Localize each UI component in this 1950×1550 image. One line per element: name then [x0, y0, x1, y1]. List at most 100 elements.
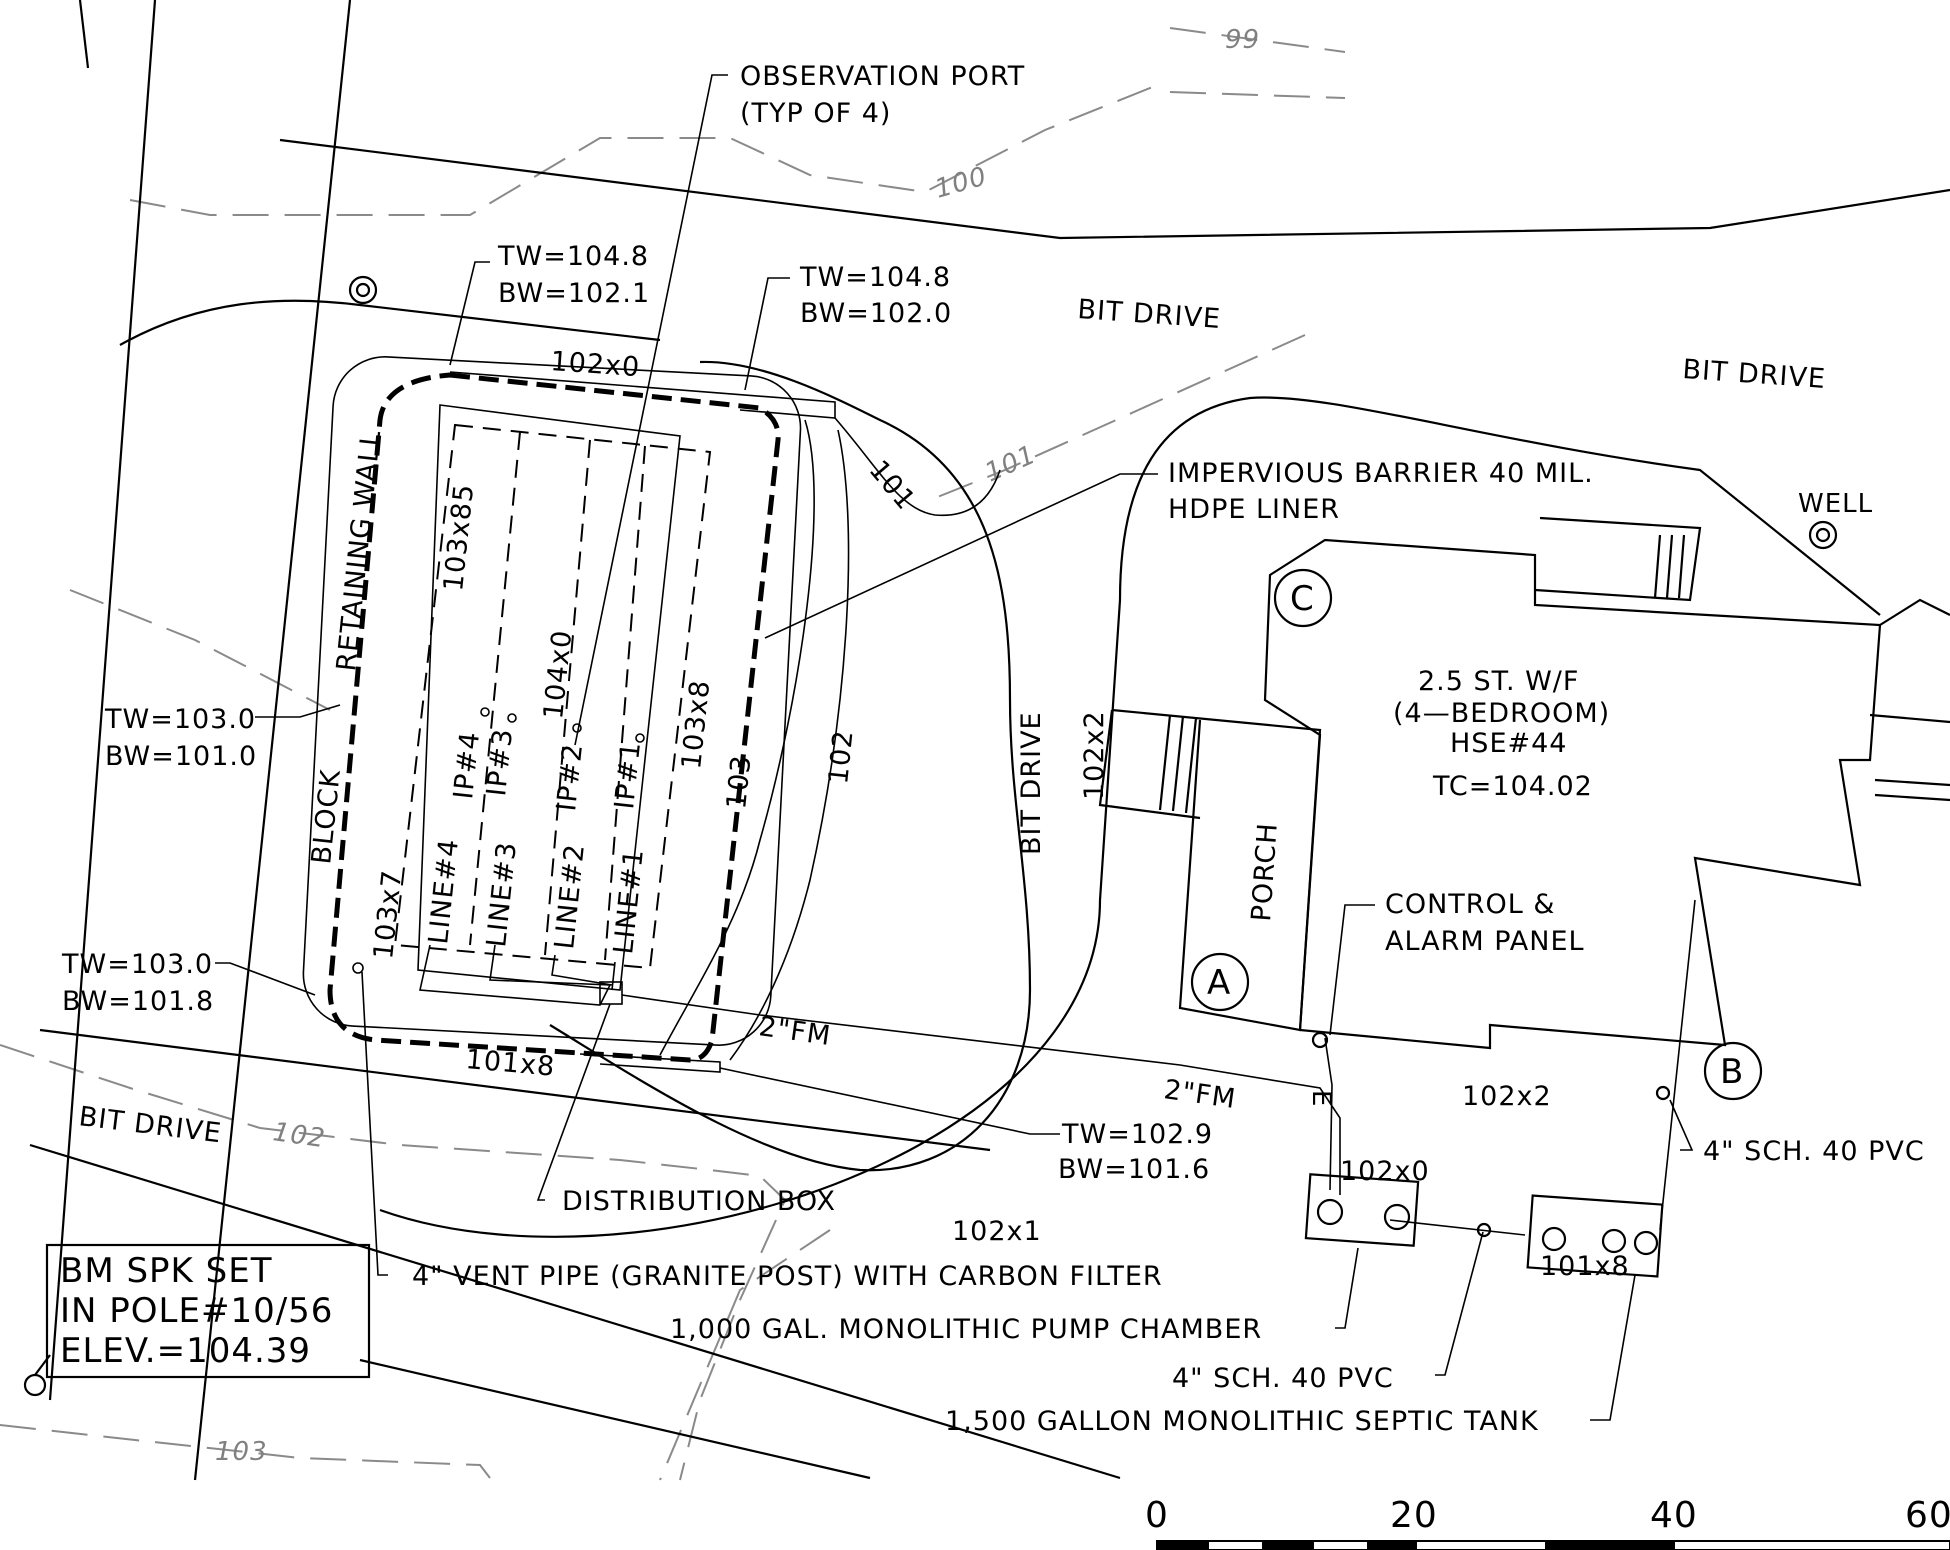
inspection-port-1: IP#1 — [609, 740, 647, 811]
house-label-1: 2.5 ST. W/F — [1418, 666, 1579, 697]
benchmark-line-3: ELEV.=104.39 — [60, 1331, 311, 1371]
scale-tick-20: 20 — [1390, 1495, 1438, 1536]
pvc-cleanout — [1476, 1222, 1492, 1238]
pipe-tank-to-house — [1659, 899, 1696, 1231]
contour-lines — [0, 27, 1346, 1481]
observation-port-label-2: (TYP OF 4) — [740, 98, 891, 129]
well-symbol — [1808, 520, 1838, 550]
property-lines — [29, 0, 1950, 1481]
pvc-label-lower: 4" SCH. 40 PVC — [1172, 1363, 1394, 1394]
leach-field — [302, 356, 802, 1063]
porch-label: PORCH — [1246, 821, 1284, 922]
elev-102x0-pump: 102x0 — [1340, 1156, 1430, 1187]
elev-104x0: 104x0 — [538, 628, 578, 720]
benchmark-line-1: BM SPK SET — [60, 1251, 273, 1291]
tw-left-low-1: TW=103.0 — [61, 949, 213, 980]
force-main-label-upper: 2"FM — [757, 1011, 833, 1052]
contour-label-100: 100 — [932, 161, 991, 204]
corner-a-circle — [1190, 952, 1250, 1012]
contour-label-101-gray: 101 — [981, 440, 1041, 489]
leach-line-2: LINE#2 — [549, 842, 591, 951]
elev-102x2-yard: 102x2 — [1462, 1081, 1552, 1112]
distribution-box-label: DISTRIBUTION BOX — [562, 1186, 836, 1217]
bit-drive-bottom: BIT DRIVE — [77, 1101, 223, 1149]
drive-edge — [379, 396, 1881, 1238]
scale-tick-60: 60 — [1905, 1495, 1950, 1536]
house-label-4: TC=104.02 — [1432, 771, 1593, 802]
pump-chamber-label: 1,000 GAL. MONOLITHIC PUMP CHAMBER — [670, 1314, 1262, 1345]
benchmark-line-2: IN POLE#10/56 — [60, 1291, 333, 1331]
benchmark-box: BM SPK SET IN POLE#10/56 ELEV.=104.39 — [23, 1243, 371, 1397]
pvc-label-right: 4" SCH. 40 PVC — [1703, 1136, 1925, 1167]
tw-bottom-2: BW=101.6 — [1058, 1154, 1210, 1185]
corner-c-label: C — [1290, 579, 1315, 619]
bit-drive-vertical: BIT DRIVE — [1016, 711, 1047, 855]
force-main — [621, 994, 1341, 1195]
bit-drive-right: BIT DRIVE — [1682, 354, 1827, 395]
scale-tick-40: 40 — [1650, 1495, 1698, 1536]
inspection-port-2: IP#2 — [551, 742, 589, 813]
elev-103x8: 103x8 — [676, 678, 716, 770]
tw-left-low-2: BW=101.8 — [62, 986, 214, 1017]
electric-label: E — [1306, 1090, 1336, 1107]
control-panel-label-1: CONTROL & — [1385, 889, 1556, 920]
observation-port-label-1: OBSERVATION PORT — [740, 61, 1025, 92]
scale-bar: 0 20 40 60 — [1145, 1495, 1950, 1550]
tw-top-left-2: BW=102.1 — [498, 278, 650, 309]
retaining-wall-label: RETAINING WALL — [331, 429, 387, 673]
elev-103x85: 103x85 — [438, 482, 480, 593]
pump-chamber — [1304, 1173, 1420, 1247]
tw-top-right-1: TW=104.8 — [799, 262, 951, 293]
corner-a-label: A — [1207, 963, 1231, 1003]
contour-label-99: 99 — [1225, 25, 1260, 55]
distribution-box-square — [599, 981, 623, 1005]
bit-drive-top: BIT DRIVE — [1077, 294, 1222, 335]
scale-tick-0: 0 — [1145, 1495, 1169, 1536]
wall-cap-top — [449, 371, 836, 419]
house-label-3: HSE#44 — [1450, 728, 1567, 759]
elev-103x7: 103x7 — [368, 868, 408, 960]
leach-line-1: LINE#1 — [608, 847, 650, 956]
gas-symbol — [348, 275, 378, 305]
inspection-port-3: IP#3 — [481, 727, 519, 798]
elev-101x8-bed: 101x8 — [464, 1044, 556, 1083]
well-label: WELL — [1798, 489, 1873, 519]
septic-tank-label: 1,500 GALLON MONOLITHIC SEPTIC TANK — [945, 1406, 1539, 1437]
tw-left-mid-2: BW=101.0 — [105, 741, 257, 772]
corner-c-circle — [1273, 568, 1333, 628]
septic-tank — [1526, 1194, 1664, 1278]
control-panel-label-2: ALARM PANEL — [1385, 926, 1585, 957]
inspection-port-4: IP#4 — [448, 730, 486, 801]
corner-b-label: B — [1720, 1052, 1744, 1092]
impervious-barrier-label-1: IMPERVIOUS BARRIER 40 MIL. — [1168, 458, 1594, 489]
electric-line — [1324, 1037, 1333, 1191]
impervious-barrier-label-2: HDPE LINER — [1168, 494, 1340, 525]
pvc-cleanout-right — [1655, 1085, 1671, 1101]
contour-103-solid: 103 — [721, 753, 758, 810]
force-main-label-lower: 2"FM — [1162, 1074, 1238, 1115]
leach-line-4: LINE#4 — [423, 837, 465, 946]
impervious-barrier-liner — [327, 372, 781, 1063]
tw-top-right-2: BW=102.0 — [800, 298, 952, 329]
leach-line-3: LINE#3 — [481, 840, 523, 949]
drive-loop — [549, 360, 1032, 1172]
vent-pipe-label: 4" VENT PIPE (GRANITE POST) WITH CARBON … — [412, 1261, 1163, 1292]
leader-lines — [215, 74, 1694, 1421]
porch-outline — [1098, 708, 1322, 1032]
pipe-pump-to-tank — [1389, 1219, 1526, 1236]
utility-pole-symbol — [23, 1373, 47, 1397]
contour-label-102: 102 — [271, 1117, 327, 1154]
house-outline — [1263, 516, 1950, 1050]
control-panel-symbol — [1311, 1031, 1329, 1049]
tw-left-mid-1: TW=103.0 — [104, 704, 256, 735]
elev-101x8-tank: 101x8 — [1540, 1251, 1630, 1282]
wall-cap-bottom — [579, 1053, 721, 1073]
contour-label-103: 103 — [215, 1437, 268, 1467]
tw-top-left-1: TW=104.8 — [497, 241, 649, 272]
elev-102x0-top: 102x0 — [550, 346, 642, 383]
corner-b-circle — [1703, 1041, 1763, 1101]
house-label-2: (4—BEDROOM) — [1393, 698, 1610, 729]
tw-bottom-1: TW=102.9 — [1061, 1119, 1213, 1150]
elev-102x2-drive: 102x2 — [1079, 710, 1110, 800]
